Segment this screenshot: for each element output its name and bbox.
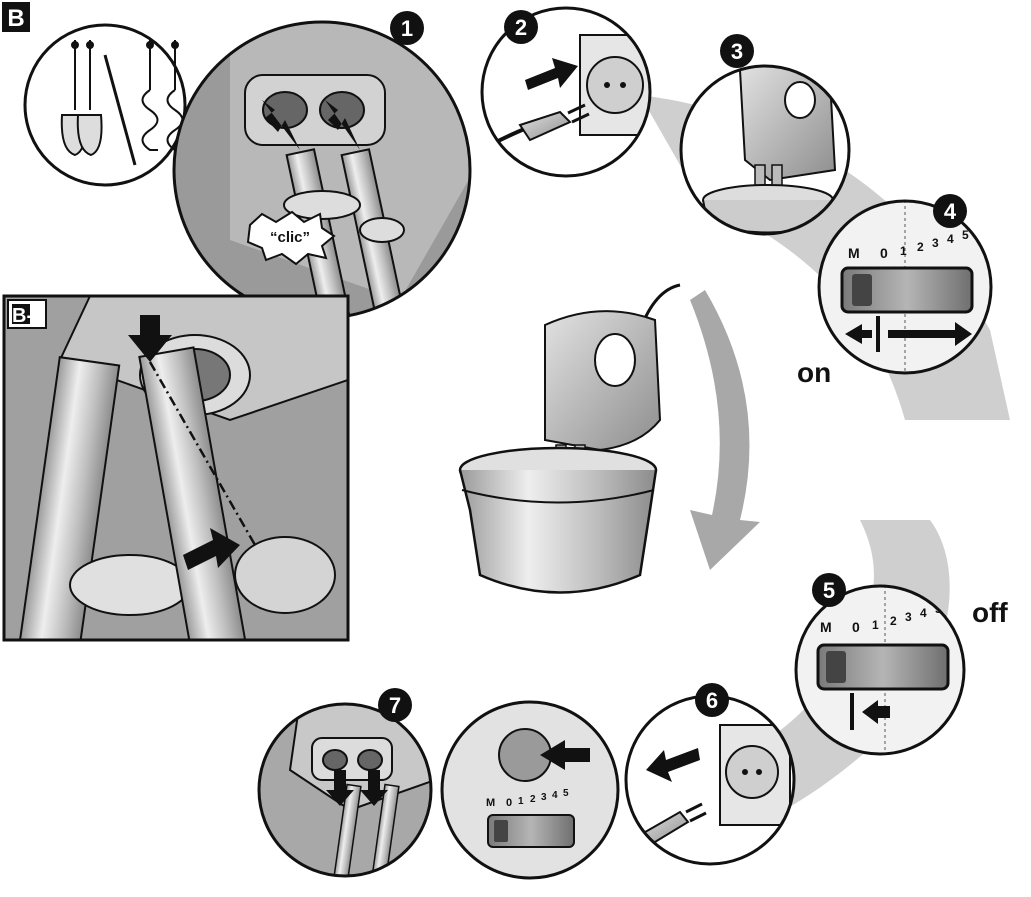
scale-label-3: 3 (932, 236, 939, 250)
scale-label-0: 0 (506, 797, 512, 809)
rotation-arrow (690, 290, 760, 570)
scale-label-m: M (848, 245, 860, 261)
scale-label-0: 0 (880, 245, 888, 261)
step-number: 6 (706, 688, 718, 713)
step-badge-1: 1 (390, 11, 424, 45)
on-label: on (797, 357, 831, 388)
scale-label-2: 2 (530, 794, 536, 805)
attachments-overview (25, 25, 185, 185)
scale-label-3: 3 (541, 792, 547, 803)
scale-label-1: 1 (872, 618, 879, 632)
step-3-panel (681, 64, 849, 234)
scale-label-m: M (486, 797, 495, 809)
step-1-panel: “clic” (170, 20, 480, 341)
step-number: 1 (401, 16, 413, 41)
step-number: 7 (389, 693, 401, 718)
off-label: off (972, 597, 1008, 628)
scale-label-4: 4 (552, 790, 558, 801)
section-label: B (7, 5, 24, 32)
scale-label-2: 2 (890, 614, 897, 628)
scale-label-2: 2 (917, 240, 924, 254)
scale-label-1: 1 (900, 244, 907, 258)
step-badge-6: 6 (695, 683, 729, 717)
scale-label-4: 4 (947, 232, 954, 246)
scale-label-5: 5 (563, 788, 569, 799)
step-number: 2 (515, 15, 527, 40)
step-badge-2: 2 (504, 10, 538, 44)
scale-label-0: 0 (852, 619, 860, 635)
scale-label-4: 4 (920, 606, 927, 620)
step-badge-4: 4 (933, 194, 967, 228)
step-badge-3: 3 (720, 34, 754, 68)
step-number: 4 (944, 199, 957, 224)
stand-mixer-illustration (460, 285, 680, 593)
section-badge: B (2, 2, 30, 32)
click-text: “clic” (270, 229, 310, 246)
step-number: 5 (823, 578, 835, 603)
scale-label-m: M (820, 619, 832, 635)
subsection-label: B-1 (12, 305, 44, 327)
step-number: 3 (731, 39, 743, 64)
step-badge-7: 7 (378, 688, 412, 722)
detail-inset-b1: B-1 (4, 296, 348, 663)
step-7-panel: M 0 1 2 3 4 5 (255, 700, 620, 885)
scale-label-1: 1 (518, 796, 524, 807)
scale-label-3: 3 (905, 610, 912, 624)
step-badge-5: 5 (812, 573, 846, 607)
step-6-panel (626, 696, 794, 864)
